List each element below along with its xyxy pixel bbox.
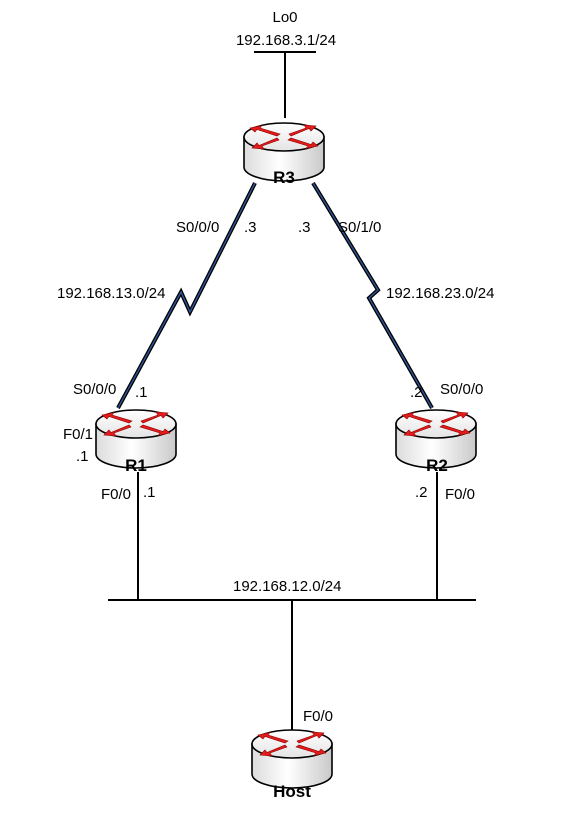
r2-f00-host: .2 (415, 484, 428, 501)
r1-f01-host: .1 (76, 448, 89, 465)
loopback-name: Lo0 (272, 9, 297, 26)
router-r1-label: R1 (125, 456, 147, 475)
r1-f00-interface: F0/0 (101, 486, 131, 503)
r1-s000-interface: S0/0/0 (73, 381, 116, 398)
network-lan: 192.168.12.0/24 (233, 578, 341, 595)
r2-s000-host: .2 (410, 384, 423, 401)
serial-link-r3-r1-highlight (117, 182, 256, 409)
r3-s000-host: .3 (244, 219, 257, 236)
r1-f00-host: .1 (143, 484, 156, 501)
r1-s000-host: .1 (135, 384, 148, 401)
serial-link-r3-r2-highlight (312, 182, 433, 409)
r3-s010-host: .3 (298, 219, 311, 236)
r1-f01-interface: F0/1 (63, 426, 93, 443)
loopback-address: 192.168.3.1/24 (236, 32, 336, 49)
router-host-label: Host (273, 782, 311, 801)
r3-s010-interface: S0/1/0 (338, 219, 381, 236)
r2-f00-interface: F0/0 (445, 486, 475, 503)
r2-s000-interface: S0/0/0 (440, 381, 483, 398)
router-r2-label: R2 (426, 456, 448, 475)
host-f00-interface: F0/0 (303, 708, 333, 725)
network-r3-r1: 192.168.13.0/24 (57, 285, 165, 302)
network-r3-r2: 192.168.23.0/24 (386, 285, 494, 302)
router-r3-label: R3 (273, 168, 295, 187)
router-host-icon[interactable] (251, 729, 333, 789)
r3-s000-interface: S0/0/0 (176, 219, 219, 236)
